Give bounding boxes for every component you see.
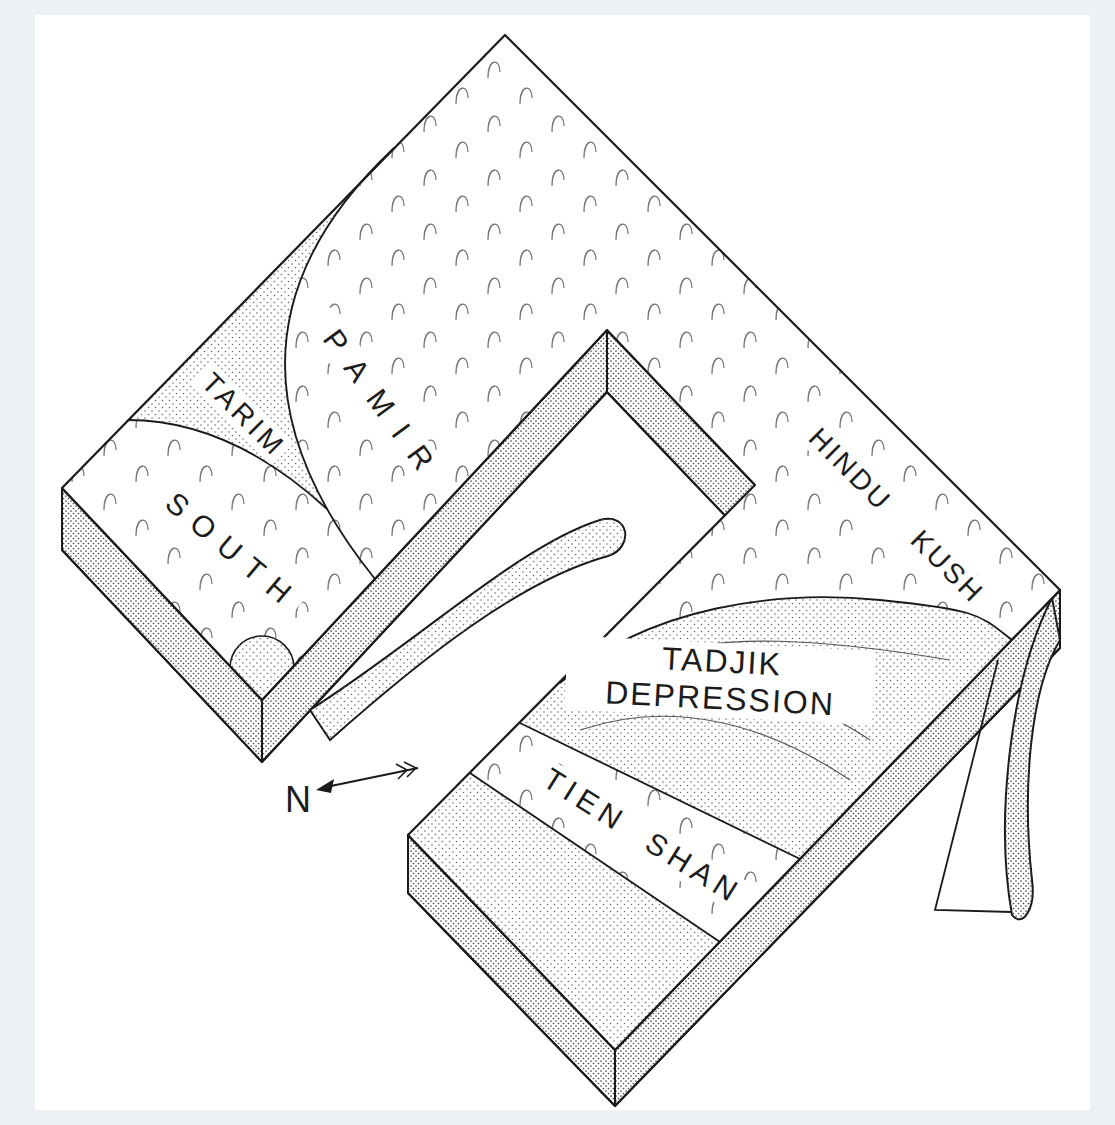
- range-label: PAMIR: [303, 306, 452, 494]
- dome-stipple: [230, 636, 294, 700]
- mountain-symbols: [62, 35, 1060, 1050]
- basin-zone: [128, 148, 394, 509]
- basin-stipple: [128, 148, 394, 509]
- range-label: TIEN SHAN: [529, 757, 751, 913]
- foreland-stipple: [408, 773, 720, 1050]
- slab: [1005, 598, 1060, 919]
- north-arrow: [316, 762, 418, 793]
- range-label: HINDU KUSH: [798, 418, 993, 613]
- north-label: N: [282, 779, 314, 820]
- foreland-zone: [408, 773, 720, 1050]
- top-surface: [62, 35, 1060, 1050]
- dome: [230, 636, 294, 700]
- paper-panel: [35, 15, 1090, 1110]
- range-label: SOUTH: [147, 476, 309, 620]
- top-outline: [62, 35, 1060, 1050]
- basin-label: TARIM: [190, 362, 294, 466]
- basin-label: TADJIK DEPRESSION: [564, 635, 875, 725]
- slab-stipple: [1005, 598, 1060, 919]
- fold-line: [580, 716, 850, 780]
